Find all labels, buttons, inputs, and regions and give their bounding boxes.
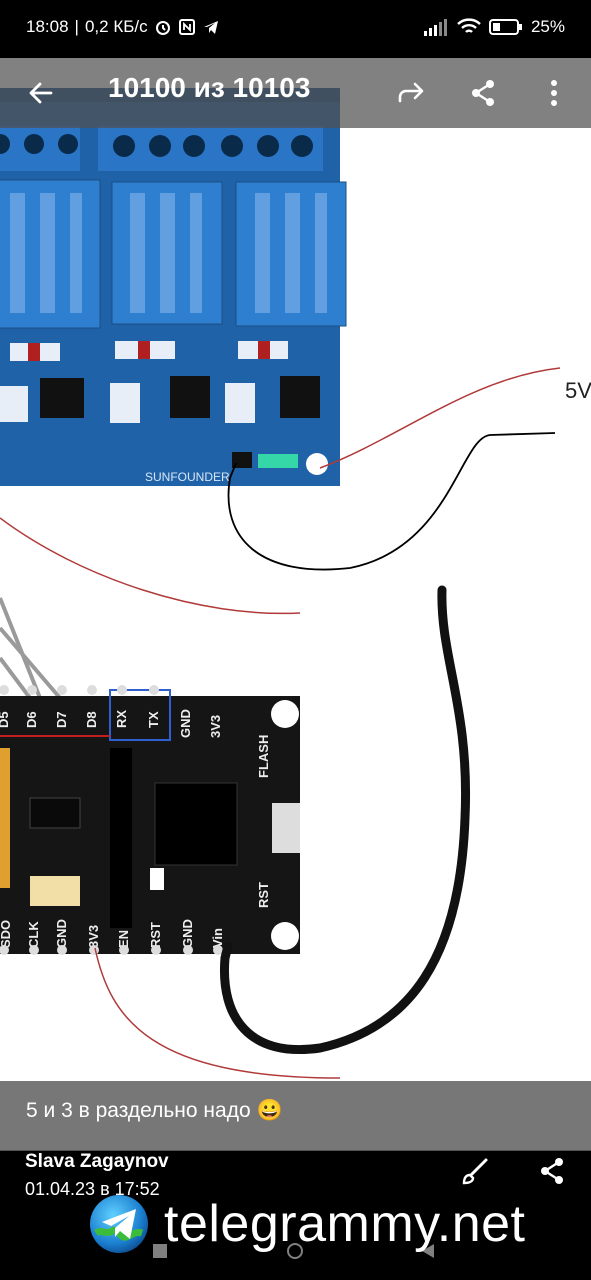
- share-icon: [541, 1158, 563, 1184]
- nfc-icon: [178, 19, 195, 35]
- svg-text:3V3: 3V3: [86, 925, 101, 948]
- svg-text:TX: TX: [146, 711, 161, 728]
- caption-text: 5 и 3 в раздельно надо 😀: [26, 1099, 283, 1122]
- nav-back-icon[interactable]: [420, 1243, 436, 1259]
- photo-caption: 5 и 3 в раздельно надо 😀: [0, 1081, 591, 1151]
- forward-button[interactable]: [390, 72, 432, 114]
- svg-text:Vin: Vin: [210, 928, 225, 948]
- svg-text:RST: RST: [148, 922, 163, 948]
- telegram-globe-icon: [90, 1195, 148, 1253]
- status-network-speed: 0,2 КБ/с: [84, 17, 148, 36]
- photo-viewer[interactable]: SUNFOUNDER 5V D5 D6 D7 D8 RX TX GND 3V3: [0, 58, 591, 1150]
- svg-text:GND: GND: [54, 919, 69, 948]
- svg-text:D7: D7: [54, 711, 69, 728]
- viewer-toolbar: 10100 из 10103: [0, 58, 591, 128]
- black-thick-wire: [219, 585, 471, 1054]
- photo-footer: Slava Zagaynov 01.04.23 в 17:52 telegram…: [0, 1151, 591, 1280]
- battery-icon: [488, 19, 522, 35]
- post-date: 01.04.23 в 17:52: [25, 1179, 160, 1199]
- share-button[interactable]: [462, 72, 504, 114]
- author-name[interactable]: Slava Zagaynov: [25, 1151, 169, 1172]
- svg-text:SDO: SDO: [0, 920, 13, 948]
- edit-button[interactable]: [460, 1157, 490, 1192]
- watermark-text: telegrammy.net: [164, 1195, 526, 1253]
- bottom-pin-labels: SDO CLK GND 3V3 EN RST GND Vin FLASH RST: [0, 735, 271, 948]
- share-icon: [472, 80, 494, 106]
- more-menu-button[interactable]: [533, 72, 575, 114]
- relay-components: [0, 341, 320, 423]
- mcu-chip: [154, 782, 238, 866]
- svg-text:CLK: CLK: [26, 921, 41, 948]
- svg-text:D5: D5: [0, 711, 11, 728]
- brand-label: SUNFOUNDER: [145, 470, 230, 484]
- wifi-icon: [457, 18, 481, 33]
- pin-headers: [0, 685, 223, 955]
- black-thin-wire: [227, 432, 556, 571]
- red-wire: [319, 367, 561, 469]
- page-title: 10100 из 10103: [108, 72, 311, 103]
- terminal-blocks: [0, 126, 323, 171]
- svg-text:GND: GND: [180, 919, 195, 948]
- usb-port: [272, 803, 300, 853]
- status-time: 18:08: [26, 17, 69, 36]
- grey-wires: [0, 597, 62, 700]
- arrow-left-icon: [29, 82, 53, 104]
- svg-text:RX: RX: [114, 710, 129, 728]
- nav-home-icon[interactable]: [287, 1243, 303, 1259]
- wiring-photo: SUNFOUNDER 5V D5 D6 D7 D8 RX TX GND 3V3: [0, 88, 591, 1079]
- top-pin-labels: D5 D6 D7 D8 RX TX GND 3V3: [0, 709, 223, 738]
- svg-text:D6: D6: [24, 711, 39, 728]
- svg-text:FLASH: FLASH: [256, 735, 271, 778]
- footer-share-button[interactable]: [538, 1157, 566, 1190]
- status-battery: 25%: [530, 17, 565, 36]
- telegram-icon: [203, 21, 218, 34]
- svg-text:GND: GND: [178, 709, 193, 738]
- svg-text:RST: RST: [256, 882, 271, 908]
- svg-text:D8: D8: [84, 711, 99, 728]
- svg-text:EN: EN: [116, 930, 131, 948]
- power-label: 5V: [565, 378, 591, 403]
- alarm-icon: [155, 21, 170, 35]
- brush-icon: [462, 1158, 488, 1185]
- nav-recents-icon[interactable]: [152, 1243, 168, 1259]
- signal-icon: [423, 19, 447, 36]
- jumper-cap: [258, 454, 298, 468]
- mount-hole: [306, 453, 328, 475]
- status-bar: 18:08 | 0,2 КБ/с 25%: [0, 0, 591, 58]
- relay-blocks: [0, 179, 347, 329]
- back-button[interactable]: [20, 72, 62, 114]
- watermark: telegrammy.net: [88, 1193, 526, 1255]
- more-vertical-icon: [551, 80, 557, 106]
- svg-text:3V3: 3V3: [208, 715, 223, 738]
- forward-arrow-icon: [398, 82, 424, 103]
